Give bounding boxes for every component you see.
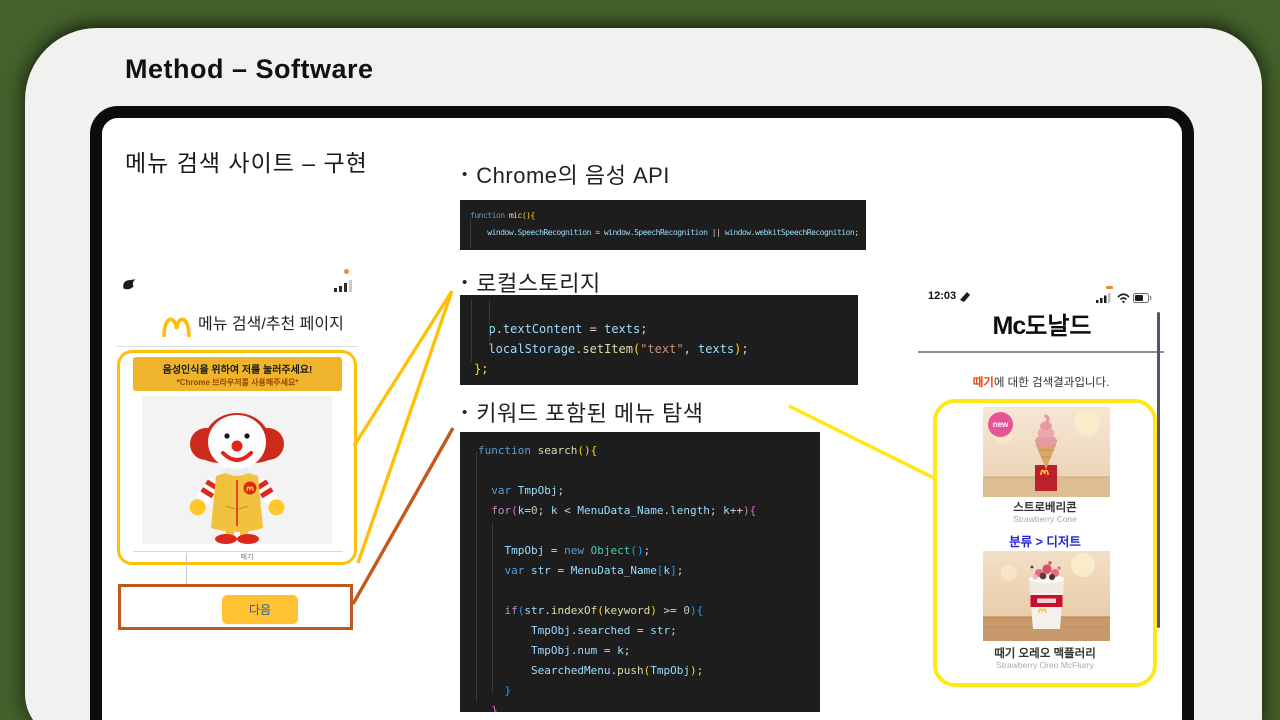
divider [186, 553, 187, 598]
indent-guide [489, 300, 490, 342]
bullet-voice-api: • Chrome의 음성 API [462, 163, 670, 188]
bullet-dot: • [462, 273, 468, 291]
product-name[interactable]: 스트로베리콘 [1013, 502, 1077, 514]
indent-guide [470, 218, 471, 248]
signal-bars-icon [1096, 293, 1113, 303]
section-title: 메뉴 검색 사이트 – 구현 [125, 150, 368, 176]
wifi-icon [1117, 293, 1130, 303]
browser-icon [122, 279, 137, 292]
next-button[interactable]: 다음 [222, 595, 298, 624]
banner-line1: 음성인식을 위하여 저를 눌러주세요! [162, 365, 313, 376]
code-snippet-keyword-search: function search(){ var TmpObj; for(k=0; … [460, 432, 820, 712]
signal-bars-icon [334, 280, 356, 292]
product-name[interactable]: 때기 오레오 맥플러리 [994, 648, 1096, 660]
product-subtitle: Strawberry Oreo McFlurry [996, 660, 1094, 670]
bullet-localstorage: • 로컬스토리지 [462, 271, 601, 296]
slide-title: Method – Software [125, 54, 374, 84]
banner-line2: *Chrome 브라우저를 사용해주세요* [176, 378, 299, 387]
pencil-icon [960, 292, 971, 302]
battery-icon [1133, 293, 1152, 303]
indent-guide [476, 452, 477, 702]
status-time: 12:03 [928, 290, 957, 302]
bullet-dot: • [462, 165, 468, 183]
scrollbar[interactable] [1157, 312, 1160, 628]
bullet-dot: • [462, 403, 468, 421]
orange-dash [1106, 286, 1113, 289]
mcdonalds-logo-icon [160, 307, 194, 337]
code-snippet-localstorage: p.textContent = texts; localStorage.setI… [460, 295, 858, 385]
divider [918, 351, 1164, 353]
ronald-clown-illustration [189, 413, 285, 544]
recognized-text: 때기 [240, 554, 254, 561]
indent-guide [492, 522, 493, 692]
mic-instruction-banner[interactable]: 음성인식을 위하여 저를 눌러주세요! *Chrome 브라우저를 사용해주세요… [133, 357, 342, 391]
clown-mic-button[interactable] [142, 396, 332, 544]
category-link[interactable]: 분류 > 디저트 [1009, 535, 1081, 549]
new-badge: new [988, 412, 1013, 437]
app-header: 메뉴 검색/추천 페이지 [160, 303, 360, 341]
search-keyword: 때기 [972, 377, 994, 389]
product-image-strawberry-cone[interactable] [983, 407, 1110, 497]
mcdonalds-page-title: Mc도날드 [992, 312, 1092, 340]
divider [133, 551, 343, 552]
divider [117, 346, 358, 347]
bullet-keyword-search: • 키워드 포함된 메뉴 탐색 [462, 401, 704, 426]
code-snippet-voice-api: function mic(){ window.SpeechRecognition… [460, 200, 866, 250]
product-subtitle: Strawberry Cone [1013, 514, 1077, 524]
app-title: 메뉴 검색/추천 페이지 [198, 316, 344, 333]
indent-guide [471, 300, 472, 362]
notification-dot [344, 269, 349, 274]
product-image-mcflurry[interactable] [983, 551, 1110, 641]
search-result-text: 때기에 대한 검색결과입니다. [972, 377, 1110, 389]
